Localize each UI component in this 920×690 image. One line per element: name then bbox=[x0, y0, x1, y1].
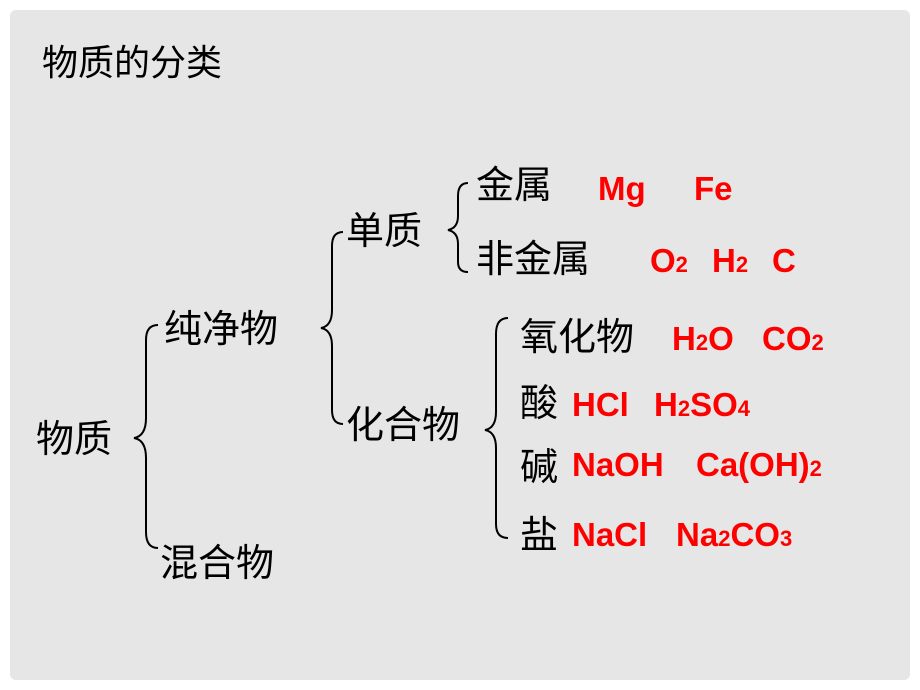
node-acid: 酸 bbox=[520, 381, 559, 425]
brace-root bbox=[133, 324, 159, 549]
formula-h2o: H2O bbox=[672, 320, 734, 357]
node-oxide: 氧化物 bbox=[520, 315, 635, 359]
formula-co2: CO2 bbox=[762, 320, 824, 357]
brace-element bbox=[447, 182, 469, 273]
node-mixture: 混合物 bbox=[160, 541, 275, 585]
brace-compound bbox=[484, 317, 509, 539]
node-pure-substance: 纯净物 bbox=[164, 307, 279, 351]
formula-o2: O2 bbox=[650, 242, 688, 279]
formula-nacl: NaCl bbox=[572, 516, 648, 553]
formula-h2so4: H2SO4 bbox=[654, 386, 751, 423]
formula-hcl: HCl bbox=[572, 386, 629, 423]
node-metal: 金属 bbox=[476, 163, 553, 207]
node-matter: 物质 bbox=[36, 417, 113, 461]
formula-na2co3: Na2CO3 bbox=[676, 516, 793, 553]
formula-fe: Fe bbox=[694, 170, 733, 207]
node-base: 碱 bbox=[520, 445, 559, 489]
slide-background bbox=[10, 10, 910, 680]
formula-h2: H2 bbox=[712, 242, 749, 279]
brace-pure bbox=[320, 231, 344, 425]
node-compound: 化合物 bbox=[346, 403, 461, 447]
formula-caoh2: Ca(OH)2 bbox=[696, 446, 822, 483]
node-salt: 盐 bbox=[520, 513, 559, 557]
formula-c: C bbox=[772, 242, 796, 279]
node-nonmetal: 非金属 bbox=[476, 237, 591, 281]
formula-mg: Mg bbox=[598, 170, 646, 207]
page-title: 物质的分类 bbox=[42, 43, 223, 84]
node-element: 单质 bbox=[346, 209, 423, 253]
formula-naoh: NaOH bbox=[572, 446, 664, 483]
